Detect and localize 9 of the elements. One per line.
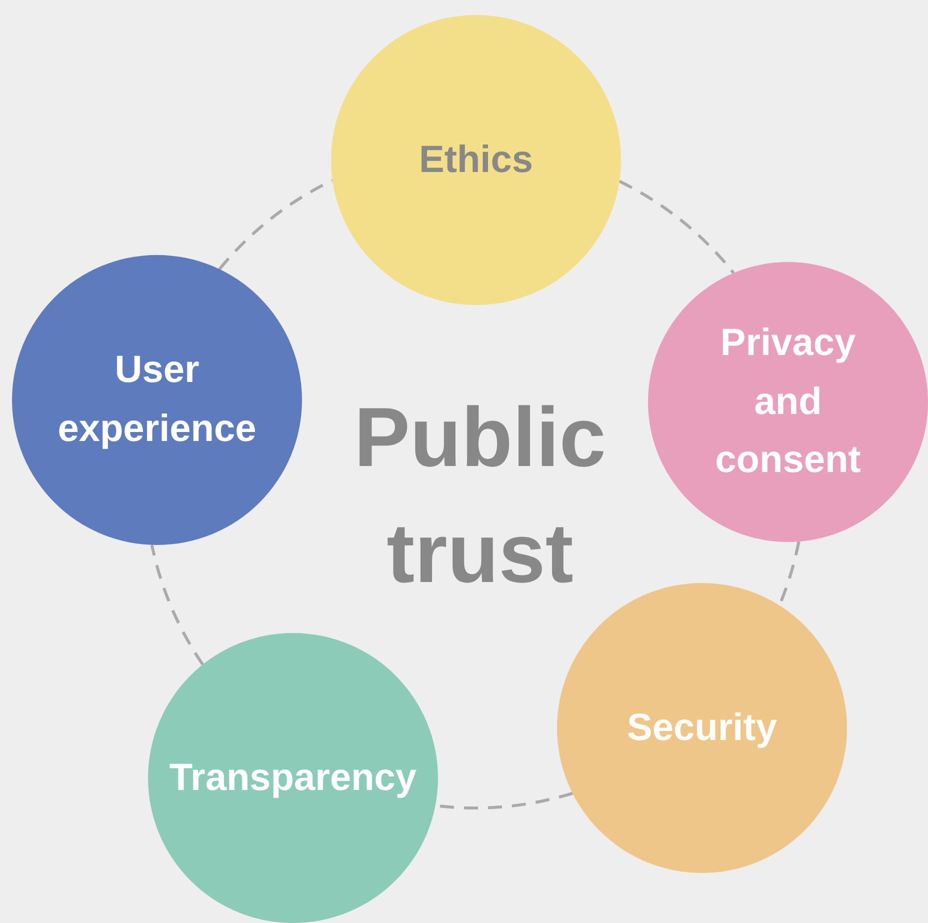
circle-label: Security xyxy=(626,706,778,751)
circle-label: Ethics xyxy=(418,138,534,183)
circle-label: User experience xyxy=(56,348,258,452)
circle-label: Transparency xyxy=(168,756,418,801)
dashed-connector xyxy=(218,179,334,270)
circle-label: Privacy and consent xyxy=(714,320,862,484)
dashed-connector xyxy=(150,544,204,666)
center-title: Public trust xyxy=(352,389,608,602)
dashed-connector xyxy=(618,180,735,274)
